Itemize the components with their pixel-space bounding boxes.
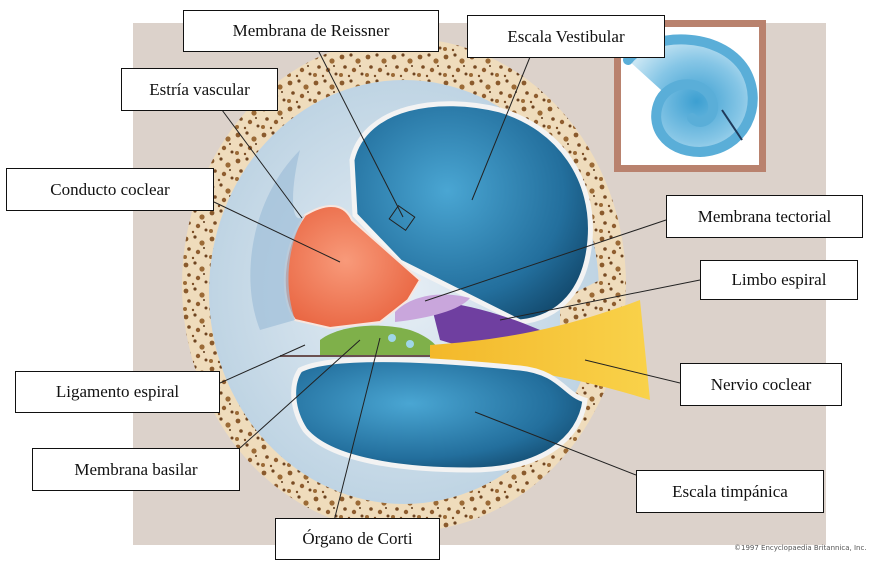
corti-cell <box>406 340 414 348</box>
label-basilar: Membrana basilar <box>32 448 240 491</box>
label-tectorial: Membrana tectorial <box>666 195 863 238</box>
label-estria: Estría vascular <box>121 68 278 111</box>
label-conducto: Conducto coclear <box>6 168 214 211</box>
copyright-credit: ©1997 Encyclopaedia Britannica, Inc. <box>734 544 867 552</box>
label-limbo: Limbo espiral <box>700 260 858 300</box>
label-vestibular: Escala Vestibular <box>467 15 665 58</box>
label-corti: Órgano de Corti <box>275 518 440 560</box>
label-ligamento: Ligamento espiral <box>15 371 220 413</box>
label-timpanica: Escala timpánica <box>636 470 824 513</box>
corti-tunnel <box>388 334 396 342</box>
label-reissner: Membrana de Reissner <box>183 10 439 52</box>
scala-tympani <box>294 360 585 470</box>
label-nervio: Nervio coclear <box>680 363 842 406</box>
